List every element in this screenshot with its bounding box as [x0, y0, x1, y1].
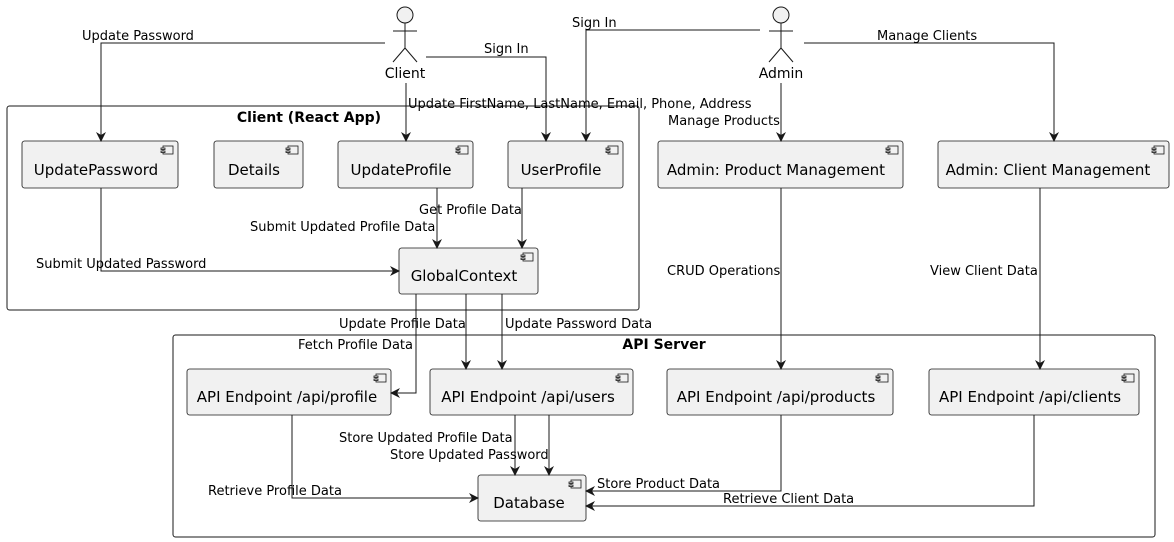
- actor-client-leg-right: [404, 47, 418, 63]
- component-icon: [285, 145, 299, 155]
- package-react-app-label: Client (React App): [237, 110, 381, 126]
- package-api-server: API Server: [172, 334, 1156, 538]
- edge-label-admin-sign-in: Sign In: [572, 16, 617, 31]
- actor-admin-leg-right: [780, 47, 794, 63]
- component-icon: [1151, 145, 1165, 155]
- edge-api-products-db: [585, 415, 782, 496]
- edge-admin-manage-clients: [804, 42, 1059, 142]
- edge-label-client-sign-in: Sign In: [484, 42, 529, 57]
- component-api-clients: API Endpoint /api/clients: [928, 368, 1140, 416]
- component-api-users-label: API Endpoint /api/users: [441, 388, 615, 406]
- component-api-profile: API Endpoint /api/profile: [186, 368, 392, 416]
- edge-label-update-password: Update Password: [82, 29, 194, 44]
- component-icon: [568, 479, 582, 489]
- component-user-profile-label: UserProfile: [521, 161, 602, 179]
- edge-label-manage-products: Manage Products: [668, 114, 780, 129]
- edge-label-manage-clients: Manage Clients: [877, 29, 977, 44]
- component-user-profile: UserProfile: [507, 140, 624, 189]
- component-global-context: GlobalContext: [398, 247, 539, 295]
- edge-label-retrieve-profile: Retrieve Profile Data: [208, 484, 342, 499]
- edge-client-sign-in: [426, 56, 551, 142]
- edge-label-submit-profile: Submit Updated Profile Data: [250, 220, 435, 235]
- edge-api-profile-db: [291, 415, 479, 503]
- component-icon: [520, 252, 534, 262]
- component-icon: [455, 145, 469, 155]
- edge-client-update-password: [96, 42, 385, 142]
- edge-label-store-password: Store Updated Password: [390, 448, 549, 463]
- component-icon: [1121, 373, 1135, 383]
- component-update-password: UpdatePassword: [21, 140, 179, 189]
- component-api-users: API Endpoint /api/users: [429, 368, 634, 416]
- component-admin-clients-label: Admin: Client Management: [946, 161, 1151, 179]
- package-api-server-label: API Server: [622, 337, 705, 353]
- component-database-label: Database: [493, 494, 565, 512]
- edge-label-update-profile-data: Update Profile Data: [339, 317, 466, 332]
- edge-label-update-password-data: Update Password Data: [505, 317, 652, 332]
- component-icon: [373, 373, 387, 383]
- actor-client-head: [396, 6, 414, 24]
- component-api-profile-label: API Endpoint /api/profile: [197, 388, 377, 406]
- component-icon: [605, 145, 619, 155]
- actor-client-leg-left: [392, 47, 406, 63]
- component-update-password-label: UpdatePassword: [34, 161, 158, 179]
- edge-label-submit-password: Submit Updated Password: [36, 257, 206, 272]
- edge-label-update-fields: Update FirstName, LastName, Email, Phone…: [408, 97, 752, 112]
- edge-label-store-product: Store Product Data: [597, 477, 720, 492]
- component-api-products-label: API Endpoint /api/products: [677, 388, 876, 406]
- component-icon: [615, 373, 629, 383]
- component-database: Database: [477, 474, 587, 522]
- component-api-clients-label: API Endpoint /api/clients: [939, 388, 1121, 406]
- component-admin-products: Admin: Product Management: [657, 140, 904, 189]
- edge-label-retrieve-client: Retrieve Client Data: [723, 492, 854, 507]
- edge-label-get-profile-data: Get Profile Data: [419, 203, 522, 218]
- edge-label-crud: CRUD Operations: [667, 264, 780, 279]
- component-update-profile-label: UpdateProfile: [351, 161, 452, 179]
- component-admin-clients: Admin: Client Management: [937, 140, 1170, 189]
- actor-admin-head: [772, 6, 790, 24]
- component-icon: [875, 373, 889, 383]
- package-react-app: Client (React App): [6, 105, 640, 311]
- edge-label-view-client-data: View Client Data: [930, 264, 1038, 279]
- component-admin-products-label: Admin: Product Management: [667, 161, 885, 179]
- edge-global-context-api-profile: [390, 294, 417, 398]
- component-details: Details: [213, 140, 304, 189]
- edge-admin-sign-in: [581, 29, 760, 142]
- edge-label-fetch-profile-data: Fetch Profile Data: [298, 338, 413, 353]
- edge-api-clients-db: [585, 415, 1035, 511]
- component-update-profile: UpdateProfile: [337, 140, 474, 189]
- actor-admin-leg-left: [768, 47, 782, 63]
- component-icon: [160, 145, 174, 155]
- edge-update-password-global-context: [100, 188, 400, 276]
- component-global-context-label: GlobalContext: [411, 267, 518, 285]
- component-icon: [885, 145, 899, 155]
- actor-admin: [768, 6, 794, 63]
- actor-admin-label: Admin: [759, 66, 804, 82]
- edge-label-store-profile: Store Updated Profile Data: [339, 431, 513, 446]
- actor-client-label: Client: [385, 66, 426, 82]
- actor-client: [392, 6, 418, 63]
- component-details-label: Details: [228, 161, 280, 179]
- component-api-products: API Endpoint /api/products: [666, 368, 894, 416]
